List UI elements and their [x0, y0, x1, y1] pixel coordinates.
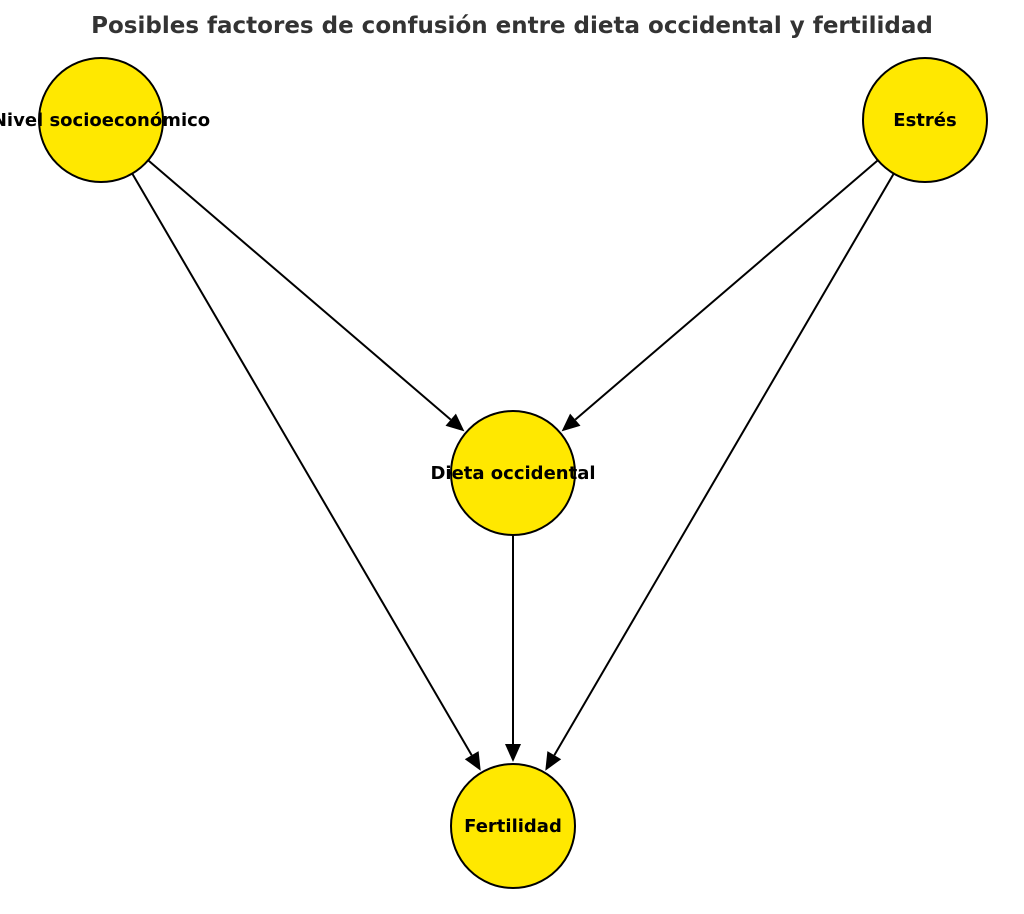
edges: [131, 159, 895, 771]
arrowhead-icon: [464, 751, 481, 771]
edge-diet-to-fert: [505, 535, 521, 762]
node-diet: Dieta occidental: [430, 410, 596, 536]
node-label: Fertilidad: [464, 816, 562, 837]
edge-ses-to-diet: [147, 159, 465, 432]
edge-line: [147, 159, 452, 421]
node-label: Nivel socioeconómico: [0, 110, 210, 131]
node-label: Estrés: [893, 110, 956, 131]
node-fert: Fertilidad: [450, 763, 576, 889]
edge-stress-to-fert: [545, 172, 895, 771]
node-circle: [862, 57, 988, 183]
node-ses: Nivel socioeconómico: [0, 57, 210, 183]
node-stress: Estrés: [862, 57, 988, 183]
node-circle: [450, 410, 576, 536]
edge-line: [574, 159, 879, 421]
node-label: Dieta occidental: [430, 463, 595, 484]
edge-ses-to-fert: [131, 172, 481, 771]
edge-stress-to-diet: [561, 159, 879, 432]
arrowhead-icon: [445, 413, 465, 432]
arrowhead-icon: [545, 751, 562, 771]
node-circle: [38, 57, 164, 183]
node-circle: [450, 763, 576, 889]
arrowhead-icon: [505, 744, 521, 762]
edge-line: [131, 172, 473, 756]
diagram-title: Posibles factores de confusión entre die…: [91, 13, 933, 39]
edge-line: [553, 172, 895, 756]
arrowhead-icon: [561, 413, 581, 432]
